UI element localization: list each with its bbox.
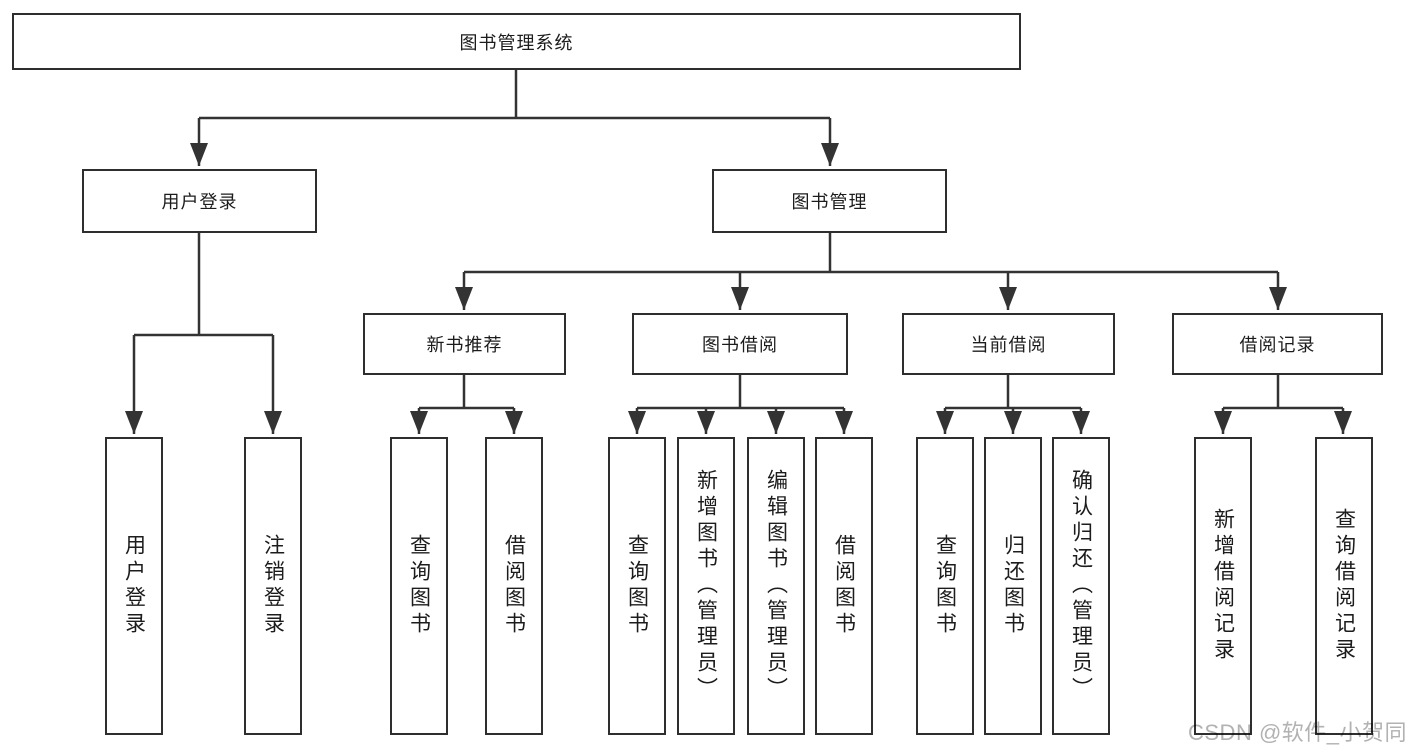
- node-book-borrowing: 图书借阅: [632, 313, 848, 375]
- node-new-book-recommendation: 新书推荐: [363, 313, 566, 375]
- node-borrowing-records: 借阅记录: [1172, 313, 1383, 375]
- leaf-return-books: 归还图书: [984, 437, 1042, 735]
- leaf-query-borrow-record: 查询借阅记录: [1315, 437, 1373, 735]
- leaf-query-books-recommend: 查询图书: [390, 437, 448, 735]
- leaf-add-books-admin: 新增图书（管理员）: [677, 437, 735, 735]
- watermark-csdn: CSDN @软件_小贺同学: [1188, 720, 1405, 745]
- leaf-edit-books-admin: 编辑图书（管理员）: [747, 437, 805, 735]
- leaf-query-books-current: 查询图书: [916, 437, 974, 735]
- node-current-borrowing: 当前借阅: [902, 313, 1115, 375]
- leaf-user-login: 用户登录: [105, 437, 163, 735]
- leaf-borrow-books-recommend: 借阅图书: [485, 437, 543, 735]
- leaf-borrow-books-borrowing: 借阅图书: [815, 437, 873, 735]
- node-library-management-system: 图书管理系统: [12, 13, 1021, 70]
- leaf-add-borrow-record: 新增借阅记录: [1194, 437, 1252, 735]
- leaf-confirm-return-admin: 确认归还（管理员）: [1052, 437, 1110, 735]
- node-book-management: 图书管理: [712, 169, 947, 233]
- node-user-login: 用户登录: [82, 169, 317, 233]
- connector-arrows: [125, 118, 1352, 434]
- connector-stems: [134, 70, 1343, 410]
- leaf-query-books-borrowing: 查询图书: [608, 437, 666, 735]
- leaf-logout-login: 注销登录: [244, 437, 302, 735]
